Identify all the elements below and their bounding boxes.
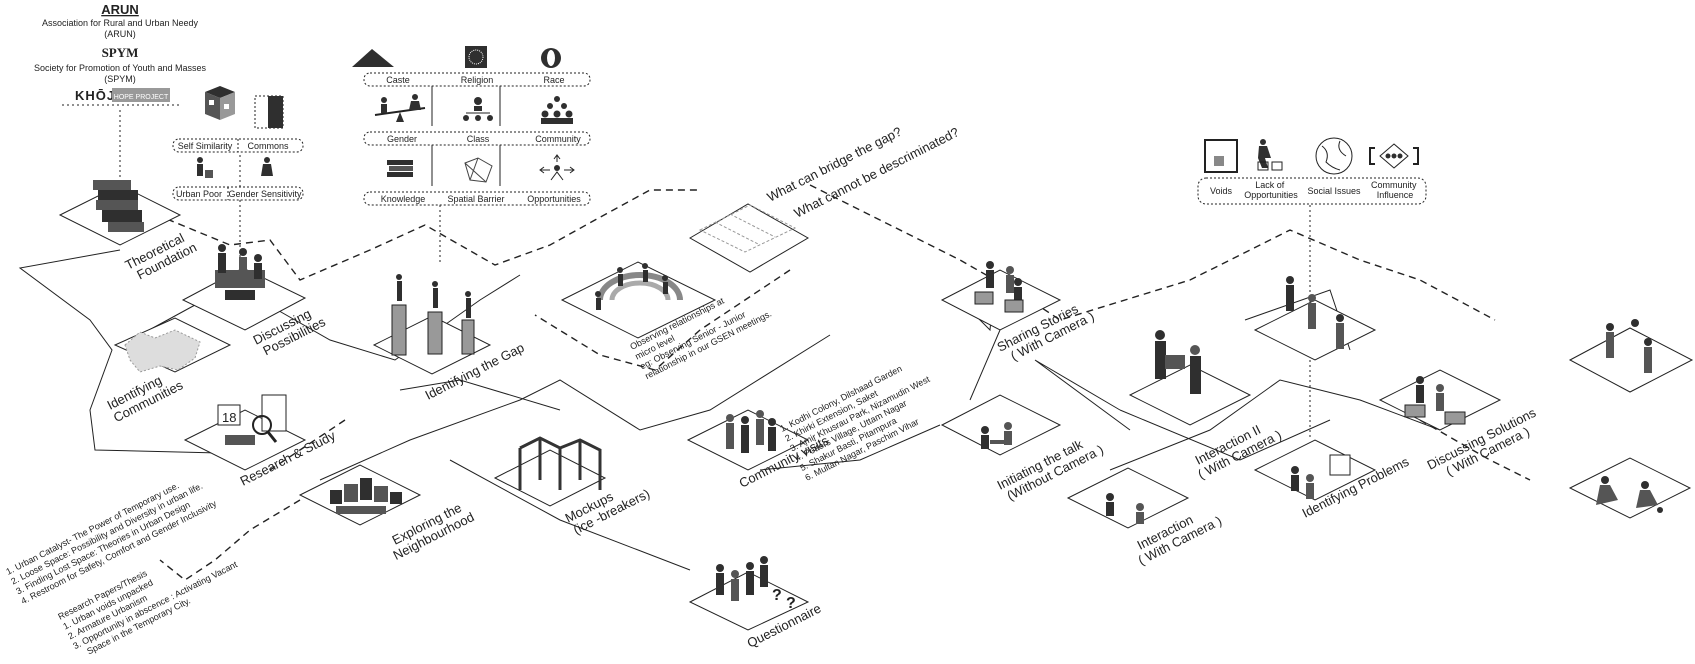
observing-rings-illustration	[595, 263, 683, 310]
bar-pillars-illustration	[391, 274, 475, 356]
sharing-stories-illustration	[974, 261, 1024, 313]
partner-logos: ARUN Association for Rural and Urban Nee…	[34, 2, 207, 103]
urban-poor-label: Urban Poor	[176, 189, 222, 199]
cube-pattern-icon	[205, 86, 235, 120]
question-mark-1: ?	[772, 587, 782, 604]
concept-box-small: Self Similarity Commons Urban Poor Gende…	[172, 86, 304, 201]
spym-abbr: (SPYM)	[104, 74, 136, 84]
research-illustration: 18	[217, 394, 287, 445]
spatial-barrier-label: Spatial Barrier	[447, 194, 504, 204]
social-issues-label: Social Issues	[1307, 186, 1361, 196]
questions: What can bridge the gap? What cannot be …	[765, 124, 962, 221]
concept-box-big: Caste Religion Race Gender Class Communi…	[352, 46, 591, 206]
class-label: Class	[467, 134, 490, 144]
sports-bottom-illustration	[1596, 476, 1663, 513]
community-group-icon	[541, 96, 573, 124]
neighbourhood-illustration	[330, 478, 402, 514]
spym-name: Society for Promotion of Youth and Masse…	[34, 63, 207, 73]
urban-poor-icon	[197, 157, 213, 178]
commons-doorway-icon	[254, 95, 284, 129]
lack-of-opportunities-icon	[1257, 139, 1283, 171]
voids-label: Voids	[1210, 186, 1233, 196]
grid-blocks-illustration	[698, 204, 797, 253]
arun-logo: ARUN	[101, 2, 139, 17]
questionnaire-people-illustration: ? ?	[716, 556, 796, 612]
self-similarity-label: Self Similarity	[178, 141, 233, 151]
illustrations: 18 ? ?	[93, 180, 1663, 612]
class-hierarchy-icon	[463, 97, 493, 121]
tile-interaction	[1066, 467, 1190, 529]
caste-pyramid-icon	[352, 49, 394, 67]
religion-label: Religion	[461, 75, 494, 85]
knowledge-books-icon	[387, 160, 413, 177]
tile-initiating	[940, 394, 1062, 456]
issues-box: Voids Lack of Opportunities Social Issue…	[1197, 137, 1427, 205]
opportunities-arrows-icon	[539, 154, 575, 181]
meeting-table-illustration	[215, 244, 265, 300]
gender-sensitivity-label: Gender Sensitivity	[228, 189, 302, 199]
reading-2: 2. Loose Space: Possibility and Diversit…	[9, 481, 204, 587]
books-illustration	[93, 180, 144, 232]
stage-tiles	[58, 184, 1694, 631]
lack-of-opportunities-label: Lack of Opportunities	[1244, 180, 1298, 200]
community-influence-label: Community Influence	[1371, 180, 1419, 200]
initiating-talk-illustration	[981, 422, 1012, 449]
tile-sports-bottom	[1568, 457, 1692, 519]
opportunities-label: Opportunities	[527, 194, 581, 204]
tile-upper-mid	[1253, 299, 1377, 361]
social-issues-globe-icon	[1315, 137, 1353, 175]
knowledge-label: Knowledge	[381, 194, 426, 204]
solid-connectors	[18, 249, 1441, 571]
spym-logo: SPYM	[102, 45, 139, 60]
tile-questionnaire	[688, 571, 810, 631]
community-influence-line2: Influence	[1377, 190, 1414, 200]
community-label: Community	[535, 134, 581, 144]
religion-icon	[465, 46, 487, 68]
label-identifying-communities: Identifying Communities	[105, 365, 186, 426]
tile-mockups	[493, 449, 607, 507]
arun-name: Association for Rural and Urban Needy	[42, 18, 199, 28]
arun-abbr: (ARUN)	[104, 29, 136, 39]
commons-label: Commons	[247, 141, 289, 151]
discussing-solutions-illustration	[1404, 376, 1466, 425]
tile-sharing	[940, 269, 1062, 331]
label-exploring: Exploring the Neighbourhood	[384, 497, 476, 563]
map-illustration	[124, 329, 201, 373]
community-influence-line1: Community	[1371, 180, 1417, 190]
community-influence-icon	[1369, 143, 1419, 169]
upper-mid-illustration	[1286, 276, 1344, 349]
tile-observing	[560, 261, 717, 339]
race-icon	[541, 48, 561, 68]
interaction2-illustration	[1155, 330, 1201, 394]
voids-square-icon	[1204, 139, 1238, 173]
calendar-number: 18	[222, 410, 236, 425]
tile-interaction2	[1128, 364, 1252, 426]
lack-of-opportunities-line2: Opportunities	[1244, 190, 1298, 200]
gender-icon	[261, 157, 273, 176]
question-mark-2: ?	[786, 595, 796, 612]
tile-sports-top	[1568, 327, 1694, 393]
tile-grid	[688, 203, 810, 273]
dashed-connectors	[144, 184, 1531, 581]
mockup-frame-illustration	[518, 436, 602, 490]
lack-of-opportunities-line1: Lack of	[1255, 180, 1285, 190]
spatial-barrier-icon	[464, 157, 493, 183]
hope-project-logo: HOPE PROJECT	[114, 94, 169, 101]
gender-balance-icon	[374, 94, 426, 122]
gender-label: Gender	[387, 134, 417, 144]
caste-label: Caste	[386, 75, 410, 85]
sports-top-illustration	[1606, 319, 1652, 373]
reading-3: 3. Finding Lost Space: Theories in Urban…	[14, 499, 191, 596]
khoj-logo: KHŌJ	[75, 88, 115, 103]
community-visit-people-illustration	[726, 410, 776, 453]
interaction-illustration	[1106, 493, 1144, 524]
community-sites-list: 1. Kodhi Colony, Dilshaad Garden 2. Khir…	[778, 363, 931, 482]
identifying-problems-illustration	[1291, 454, 1351, 499]
race-label: Race	[543, 75, 564, 85]
hope-project-logo-bg	[112, 88, 170, 102]
